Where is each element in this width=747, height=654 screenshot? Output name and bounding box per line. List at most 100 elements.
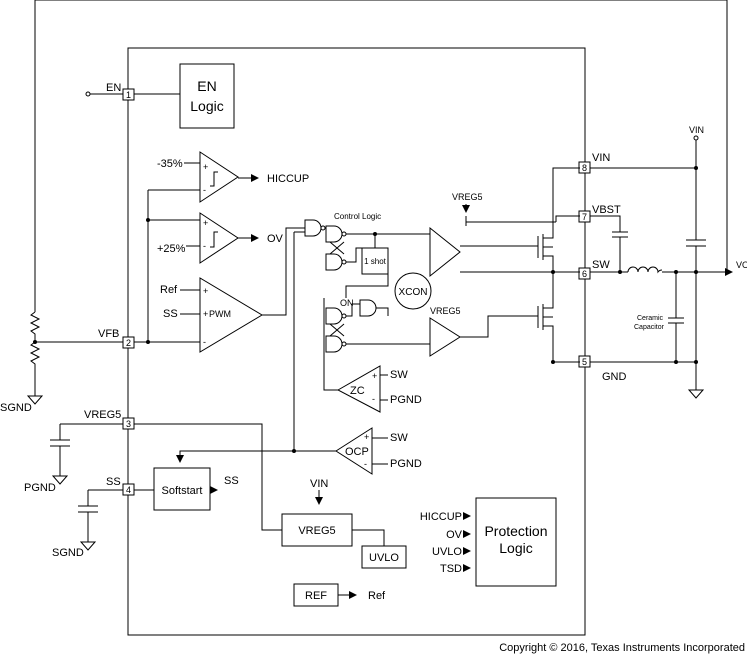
ref-block: REF: [293, 583, 339, 607]
svg-text:Softstart: Softstart: [162, 485, 203, 497]
low-side-mosfet: [460, 272, 580, 363]
minus35-label: -35%: [157, 158, 183, 170]
zc-pgnd-label: PGND: [390, 394, 422, 406]
svg-text:-: -: [364, 459, 367, 469]
input-capacitor: [686, 239, 706, 247]
svg-text:5: 5: [582, 357, 587, 367]
feedback-resistor-bottom: [29, 341, 41, 396]
hiccup-output-label: HICCUP: [267, 173, 309, 185]
svg-text:1 shot: 1 shot: [364, 257, 387, 266]
pin-2: 2: [122, 336, 135, 349]
pin-5: 5: [578, 355, 591, 368]
latch-gate-3: [325, 307, 343, 325]
svg-text:REF: REF: [305, 590, 327, 602]
pin-1: 1: [122, 88, 135, 101]
svg-text:-: -: [372, 394, 375, 404]
ocp-comparator: OCP + -: [335, 427, 373, 475]
svg-text:4: 4: [126, 485, 131, 495]
en-terminal: [85, 91, 91, 97]
svg-text:+: +: [203, 162, 208, 172]
sgnd-ground-symbol: [26, 395, 44, 405]
pgnd-ground-symbol: [51, 475, 69, 485]
pin-8: 8: [578, 161, 591, 174]
prot-input-tsd: TSD: [440, 563, 462, 575]
pin-label-vfb: VFB: [98, 328, 119, 340]
svg-text:-: -: [203, 337, 206, 347]
feedback-resistor-top: [29, 311, 41, 342]
svg-text:6: 6: [582, 269, 587, 279]
ceramic-label-1: Ceramic: [637, 315, 664, 322]
vreg5-top-label: VREG5: [452, 192, 483, 202]
low-side-driver: [429, 317, 461, 357]
hiccup-comparator: + -: [199, 151, 239, 203]
pwm-comparator: + + - PWM: [199, 277, 263, 353]
svg-text:Logic: Logic: [499, 540, 532, 556]
pin-label-en: EN: [106, 82, 121, 94]
pin-label-ss: SS: [106, 476, 121, 488]
svg-text:7: 7: [582, 212, 587, 222]
pin-4: 4: [122, 483, 135, 496]
pin-label-gnd: GND: [602, 371, 627, 383]
softstart-block: Softstart: [153, 467, 211, 511]
svg-text:+: +: [203, 309, 208, 319]
ref-input-label: Ref: [160, 284, 178, 296]
pin-label-sw: SW: [592, 259, 610, 271]
pin-3: 3: [122, 417, 135, 430]
output-inductor: [627, 266, 663, 274]
sgnd-ground-symbol-2: [79, 541, 97, 551]
prot-input-ov: OV: [446, 529, 463, 541]
ceramic-label-2: Capacitor: [634, 324, 665, 331]
high-side-driver: [429, 226, 461, 278]
vreg5-vin-label: VIN: [310, 478, 328, 490]
pin-label-vin: VIN: [592, 152, 610, 164]
ocp-sw-label: SW: [390, 432, 408, 444]
svg-text:+: +: [364, 432, 369, 442]
zc-comparator: ZC + -: [336, 365, 381, 413]
control-gate-1: [304, 219, 322, 237]
svg-text:Logic: Logic: [190, 98, 223, 114]
pin-label-vreg5: VREG5: [84, 409, 121, 421]
svg-text:EN: EN: [197, 78, 216, 94]
prot-input-uvlo: UVLO: [432, 546, 462, 558]
ov-output-label: OV: [267, 233, 284, 245]
pin-label-vbst: VBST: [592, 204, 621, 216]
svg-text:-: -: [203, 241, 206, 251]
vreg5-block: VREG5: [281, 513, 353, 547]
svg-text:1: 1: [126, 90, 131, 100]
bootstrap-capacitor: [612, 231, 628, 238]
latch-gate-4: [325, 335, 343, 353]
zc-sw-label: SW: [390, 369, 408, 381]
softstart-ss-label: SS: [224, 475, 239, 487]
on-label: ON: [340, 298, 354, 308]
svg-text:VREG5: VREG5: [298, 525, 335, 537]
gnd-ground-symbol: [687, 389, 705, 399]
sgnd-label-2: SGND: [52, 547, 84, 559]
svg-text:8: 8: [582, 163, 587, 173]
svg-text:+: +: [372, 371, 377, 381]
svg-text:-: -: [203, 185, 206, 195]
svg-text:Protection: Protection: [484, 523, 547, 539]
latch-gate-1: [325, 225, 343, 243]
svg-text:+: +: [203, 218, 208, 228]
en-logic-block: EN Logic: [179, 63, 235, 129]
control-logic-label: Control Logic: [334, 212, 381, 221]
ocp-pgnd-label: PGND: [390, 458, 422, 470]
pin-7: 7: [578, 210, 591, 223]
xcon-block: XCON: [394, 272, 432, 310]
svg-text:PWM: PWM: [209, 309, 231, 319]
plus25-label: +25%: [157, 243, 186, 255]
on-gate: [359, 299, 377, 317]
output-capacitor: [668, 317, 684, 324]
latch-gate-2: [325, 253, 343, 271]
ss-input-label: SS: [163, 308, 178, 320]
ref-output-label: Ref: [368, 590, 386, 602]
svg-text:2: 2: [126, 338, 131, 348]
svg-text:UVLO: UVLO: [369, 552, 399, 564]
one-shot-block: 1 shot: [361, 247, 389, 275]
high-side-mosfet: [460, 167, 580, 272]
vo-label: VO: [736, 260, 747, 270]
ext-vin-label: VIN: [689, 125, 704, 135]
uvlo-block: UVLO: [361, 545, 407, 569]
svg-text:XCON: XCON: [399, 287, 428, 298]
